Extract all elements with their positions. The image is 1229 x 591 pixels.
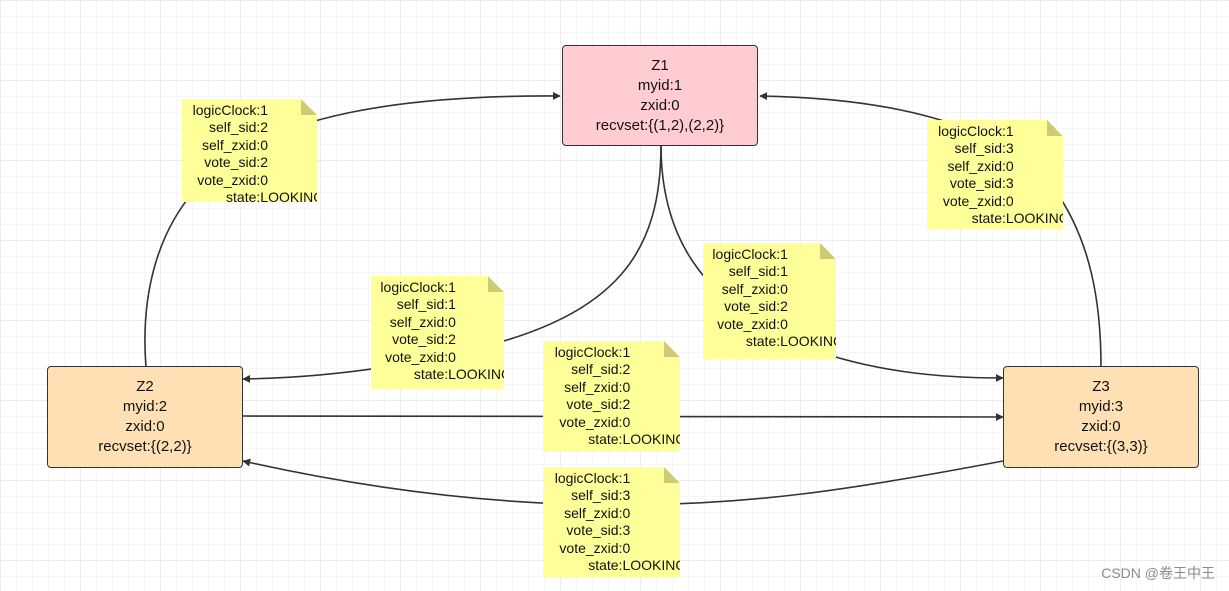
vote-note-z1-to-z2[interactable]: logicClock:1 self_sid:1 self_zxid:0 vote…	[371, 276, 504, 389]
node-z3-myid: myid:3	[1078, 398, 1124, 415]
vote-note-z1-to-z3[interactable]: logicClock:1 self_sid:1 self_zxid:0 vote…	[703, 243, 836, 359]
node-z2[interactable]: Z2 myid:2 zxid:0 recvset:{(2,2)}	[47, 366, 243, 468]
vote-note-z2-to-z1[interactable]: logicClock:1 self_sid:2 self_zxid:0 vote…	[182, 99, 317, 202]
vote-note-z3-to-z2[interactable]: logicClock:1 self_sid:3 self_zxid:0 vote…	[543, 467, 680, 578]
node-z3-recvset: recvset:{(3,3)}	[1054, 438, 1148, 455]
node-z1-zxid: zxid:0	[640, 96, 680, 114]
node-z2-recvset: recvset:{(2,2)}	[98, 438, 192, 455]
node-z2-zxid: zxid:0	[125, 418, 165, 435]
csdn-watermark: CSDN @卷王中王	[1101, 565, 1215, 581]
node-z3[interactable]: Z3 myid:3 zxid:0 recvset:{(3,3)}	[1003, 366, 1199, 468]
node-z1-name: Z1	[651, 56, 669, 74]
node-z1-myid: myid:1	[637, 76, 683, 94]
vote-note-z2-to-z3[interactable]: logicClock:1 self_sid:2 self_zxid:0 vote…	[543, 341, 680, 452]
node-z2-myid: myid:2	[122, 398, 168, 415]
node-z1-recvset: recvset:{(1,2),(2,2)}	[595, 116, 725, 134]
vote-note-z3-to-z1[interactable]: logicClock:1 self_sid:3 self_zxid:0 vote…	[927, 120, 1063, 229]
node-z3-zxid: zxid:0	[1081, 418, 1121, 435]
node-z3-name: Z3	[1092, 378, 1110, 395]
node-z2-name: Z2	[136, 378, 154, 395]
node-z1[interactable]: Z1 myid:1 zxid:0 recvset:{(1,2),(2,2)}	[562, 45, 758, 146]
